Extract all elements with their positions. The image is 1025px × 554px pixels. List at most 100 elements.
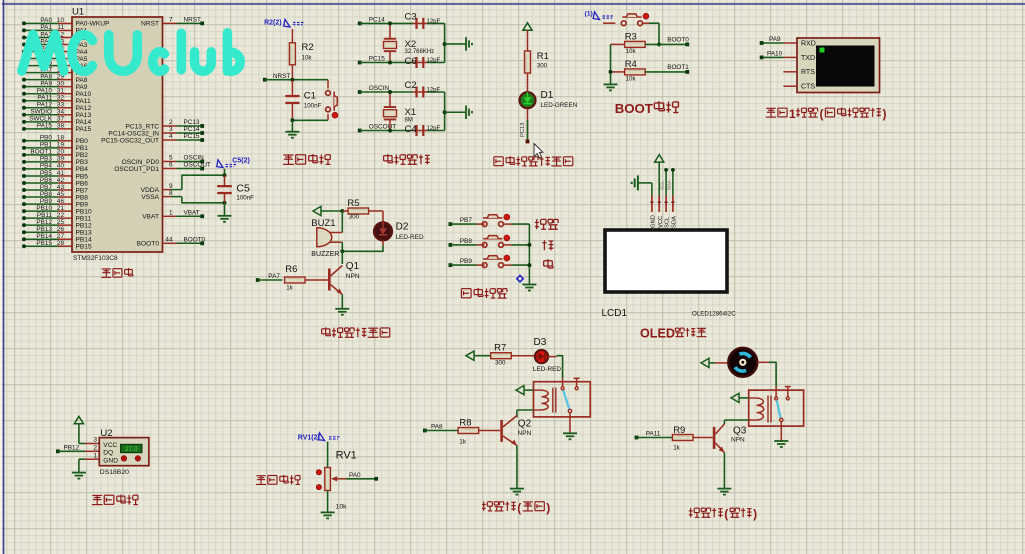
- svg-text:D3: D3: [534, 337, 547, 348]
- svg-text:1: 1: [169, 210, 173, 217]
- svg-text:PB2: PB2: [76, 152, 89, 159]
- svg-text:OLED12864I2C: OLED12864I2C: [692, 311, 736, 318]
- svg-text:37: 37: [57, 116, 65, 123]
- svg-text:OSCOUT: OSCOUT: [184, 162, 211, 169]
- svg-text:PA11: PA11: [646, 431, 661, 438]
- svg-text:SWDIO: SWDIO: [30, 109, 52, 116]
- svg-text:TXD: TXD: [801, 55, 815, 62]
- svg-text:PA14: PA14: [76, 119, 92, 126]
- svg-text:PA11: PA11: [76, 98, 91, 105]
- svg-text:(: (: [517, 501, 521, 515]
- svg-text:(1): (1): [585, 11, 593, 18]
- svg-text:PC14: PC14: [184, 126, 200, 133]
- svg-text:PB1: PB1: [76, 145, 89, 152]
- svg-text:41: 41: [57, 170, 65, 177]
- svg-text:Q1: Q1: [346, 261, 360, 272]
- svg-text:PA13: PA13: [76, 112, 92, 119]
- svg-text:38: 38: [57, 123, 65, 130]
- svg-text:PB15: PB15: [36, 240, 52, 247]
- svg-text:PA15: PA15: [76, 126, 92, 133]
- svg-text:PA12: PA12: [37, 102, 53, 109]
- svg-text:34: 34: [57, 109, 65, 116]
- svg-text:300: 300: [349, 214, 360, 221]
- svg-text:): ): [546, 501, 550, 515]
- svg-text:LED-GREEN: LED-GREEN: [541, 102, 578, 109]
- svg-text:10: 10: [57, 17, 65, 24]
- svg-text:DQ: DQ: [103, 450, 113, 457]
- svg-text:PA9: PA9: [769, 36, 781, 43]
- svg-text:VBAT: VBAT: [142, 214, 159, 221]
- svg-text:PB10: PB10: [36, 205, 52, 212]
- svg-text:1k: 1k: [673, 445, 680, 452]
- svg-text:NRST: NRST: [273, 73, 290, 80]
- svg-text:VDDA: VDDA: [141, 187, 160, 194]
- svg-text:19: 19: [57, 142, 65, 149]
- svg-text:PA1: PA1: [40, 24, 52, 31]
- svg-text:BUZZER: BUZZER: [311, 251, 339, 258]
- svg-text:20: 20: [57, 149, 65, 156]
- svg-text:C1: C1: [304, 91, 316, 102]
- svg-text:C4: C4: [405, 124, 417, 135]
- svg-text:33: 33: [57, 102, 65, 109]
- svg-text:1: 1: [789, 107, 796, 121]
- svg-text:GND: GND: [651, 215, 657, 228]
- svg-text:8M: 8M: [405, 117, 413, 123]
- svg-text:29: 29: [57, 73, 65, 80]
- svg-text:42: 42: [57, 177, 65, 184]
- svg-text:SCL: SCL: [665, 216, 671, 228]
- svg-text:PA15: PA15: [37, 123, 53, 130]
- svg-text:PB12: PB12: [36, 219, 52, 226]
- svg-text:12pF: 12pF: [427, 126, 441, 132]
- svg-text:4: 4: [169, 133, 173, 140]
- svg-text:8: 8: [169, 190, 173, 197]
- svg-text:PC15: PC15: [184, 133, 200, 140]
- svg-text:PA0: PA0: [40, 17, 52, 24]
- svg-text:PB13: PB13: [76, 229, 92, 236]
- svg-text:PB10: PB10: [76, 208, 92, 215]
- svg-text:D1: D1: [541, 90, 554, 101]
- svg-text:PA9: PA9: [76, 84, 88, 91]
- svg-text:PC13_RTC: PC13_RTC: [125, 123, 159, 130]
- svg-text:PB6: PB6: [76, 180, 89, 187]
- svg-text:OSCOUT: OSCOUT: [369, 124, 396, 131]
- svg-text:C5(2): C5(2): [232, 158, 250, 165]
- svg-text:PC14: PC14: [369, 16, 385, 23]
- svg-text:30: 30: [57, 80, 65, 87]
- svg-text:LED-RED: LED-RED: [533, 366, 561, 373]
- svg-text:PA11: PA11: [37, 95, 52, 102]
- svg-text:C6: C6: [405, 56, 417, 67]
- svg-text:PB9: PB9: [460, 258, 473, 265]
- svg-text:RTS: RTS: [801, 69, 815, 76]
- svg-text:C5: C5: [236, 183, 250, 195]
- svg-text:VSSA: VSSA: [141, 194, 159, 201]
- svg-text:27.0: 27.0: [125, 446, 138, 453]
- svg-text:BOOT0: BOOT0: [667, 37, 689, 44]
- svg-text:PA10: PA10: [37, 88, 53, 95]
- svg-text:PB5: PB5: [76, 173, 89, 180]
- svg-text:VCC: VCC: [103, 442, 117, 449]
- svg-text:10k: 10k: [626, 76, 637, 83]
- svg-text:39: 39: [57, 156, 65, 163]
- svg-text:PA8: PA8: [431, 424, 443, 431]
- svg-text:PB13: PB13: [36, 226, 52, 233]
- svg-text:R6: R6: [285, 264, 297, 275]
- svg-text:RV1(2): RV1(2): [298, 434, 320, 441]
- svg-text:R7: R7: [494, 342, 506, 353]
- svg-text:Q2: Q2: [518, 419, 532, 430]
- svg-text:OSCIN: OSCIN: [369, 85, 390, 92]
- svg-text:PB8: PB8: [460, 238, 473, 245]
- svg-text:PA10: PA10: [767, 50, 783, 57]
- svg-text:28: 28: [57, 240, 65, 247]
- svg-text:PC15: PC15: [369, 56, 385, 63]
- svg-text:R8: R8: [459, 418, 471, 429]
- svg-text:PC13: PC13: [520, 122, 526, 137]
- svg-text:27: 27: [57, 233, 65, 240]
- svg-text:SDA: SDA: [667, 180, 672, 190]
- svg-text:X1: X1: [405, 107, 417, 118]
- svg-text:PA8: PA8: [40, 73, 52, 80]
- svg-text:40: 40: [57, 163, 65, 170]
- svg-text:7: 7: [169, 17, 173, 24]
- svg-text:25: 25: [57, 219, 65, 226]
- svg-text:22: 22: [57, 212, 65, 219]
- svg-text:PA3: PA3: [40, 38, 52, 45]
